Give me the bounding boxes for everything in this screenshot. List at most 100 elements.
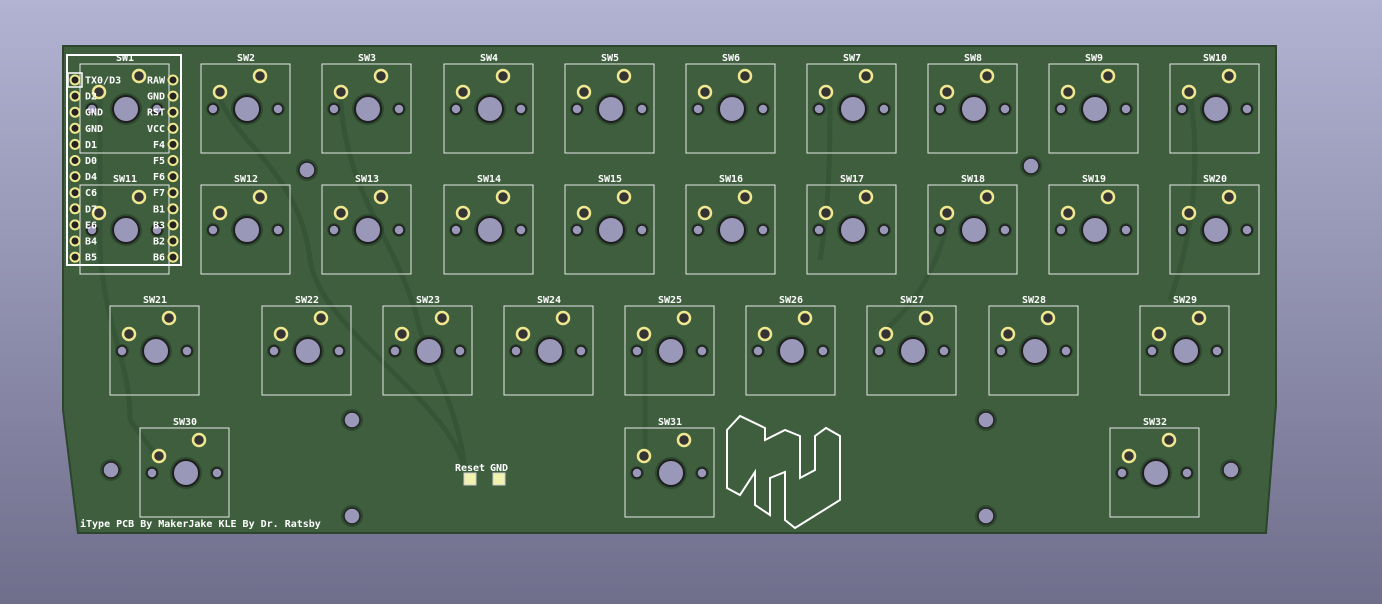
side-hole [696,345,708,357]
center-hole [1021,337,1049,365]
center-hole [657,337,685,365]
pin-label: B1 [153,204,165,215]
mounting-hole [343,507,361,525]
switch-sw20[interactable]: SW20 [1169,174,1260,275]
switch-pin [858,68,874,84]
switch-sw15[interactable]: SW15 [564,174,655,275]
center-hole [233,95,261,123]
switch-sw2[interactable]: SW2 [200,53,291,154]
switch-sw26[interactable]: SW26 [745,295,836,396]
side-hole [510,345,522,357]
controller-pin [69,106,81,118]
switch-sw28[interactable]: SW28 [988,295,1079,396]
copper-traces [97,91,1198,471]
switch-sw10[interactable]: SW10 [1169,53,1260,154]
switch-sw8[interactable]: SW8 [927,53,1018,154]
switch-label: SW21 [143,295,167,306]
pro-micro-footprint: TX0/D3D2GNDGNDD1D0D4C6D7E6B4B5RAWGNDRSTV… [66,54,182,266]
switch-pin [455,205,471,221]
controller-pin [69,122,81,134]
switch-sw25[interactable]: SW25 [624,295,715,396]
switch-sw5[interactable]: SW5 [564,53,655,154]
switch-sw11[interactable]: SW11 [79,174,170,275]
switch-pin [91,84,107,100]
side-hole [631,345,643,357]
switch-sw16[interactable]: SW16 [685,174,776,275]
side-hole [515,224,527,236]
controller-outline [66,54,182,266]
switch-sw19[interactable]: SW19 [1048,174,1139,275]
switch-sw12[interactable]: SW12 [200,174,291,275]
switch-pin [616,189,632,205]
center-hole [960,216,988,244]
side-hole [272,103,284,115]
reset-pad[interactable] [463,472,477,486]
switch-pin [131,189,147,205]
switch-sw3[interactable]: SW3 [321,53,412,154]
controller-pin [69,138,81,150]
switch-pin [212,205,228,221]
switch-label: SW28 [1022,295,1046,306]
switch-label: SW30 [173,417,197,428]
switch-pin [1181,84,1197,100]
switch-sw22[interactable]: SW22 [261,295,352,396]
switch-label: SW27 [900,295,924,306]
switch-sw32[interactable]: SW32 [1109,417,1200,518]
switch-pin [939,84,955,100]
switch-pin [737,68,753,84]
controller-pin [69,251,81,263]
switch-sw24[interactable]: SW24 [503,295,594,396]
switch-sw14[interactable]: SW14 [443,174,534,275]
side-hole [1181,467,1193,479]
mounting-hole [343,411,361,429]
pin-label: GND [147,92,165,103]
gnd-pad[interactable] [492,472,506,486]
switch-pin [1151,326,1167,342]
pin-label: GND [85,108,103,119]
mounting-hole [102,461,120,479]
switch-sw6[interactable]: SW6 [685,53,776,154]
switch-pin [373,68,389,84]
side-hole [1176,224,1188,236]
switch-sw13[interactable]: SW13 [321,174,412,275]
side-hole [515,103,527,115]
side-hole [116,345,128,357]
switch-sw29[interactable]: SW29 [1139,295,1230,396]
switch-sw4[interactable]: SW4 [443,53,534,154]
switch-sw17[interactable]: SW17 [806,174,897,275]
switch-label: SW17 [840,174,864,185]
switch-label: SW22 [295,295,319,306]
switch-pin [394,326,410,342]
side-hole [571,224,583,236]
center-hole [233,216,261,244]
pin-label: B5 [85,253,97,264]
center-hole [1081,216,1109,244]
controller-pin [167,251,179,263]
controller-pin [167,90,179,102]
side-hole [328,224,340,236]
mounting-hole [977,411,995,429]
switch-sw7[interactable]: SW7 [806,53,897,154]
switch-sw27[interactable]: SW27 [866,295,957,396]
side-hole [268,345,280,357]
switch-sw21[interactable]: SW21 [109,295,200,396]
pin-label: D0 [85,156,97,167]
controller-pin [167,219,179,231]
mj-logo [726,414,841,530]
side-hole [1116,467,1128,479]
pcb-board [62,45,1277,534]
switch-pin [818,205,834,221]
center-hole [718,95,746,123]
switch-sw23[interactable]: SW23 [382,295,473,396]
controller-pin [69,219,81,231]
switch-sw9[interactable]: SW9 [1048,53,1139,154]
switch-label: SW31 [658,417,682,428]
switch-sw31[interactable]: SW31 [624,417,715,518]
controller-pin [69,203,81,215]
switch-label: SW23 [416,295,440,306]
side-hole [692,103,704,115]
switch-sw18[interactable]: SW18 [927,174,1018,275]
switch-pin [757,326,773,342]
switch-sw30[interactable]: SW30 [139,417,230,518]
